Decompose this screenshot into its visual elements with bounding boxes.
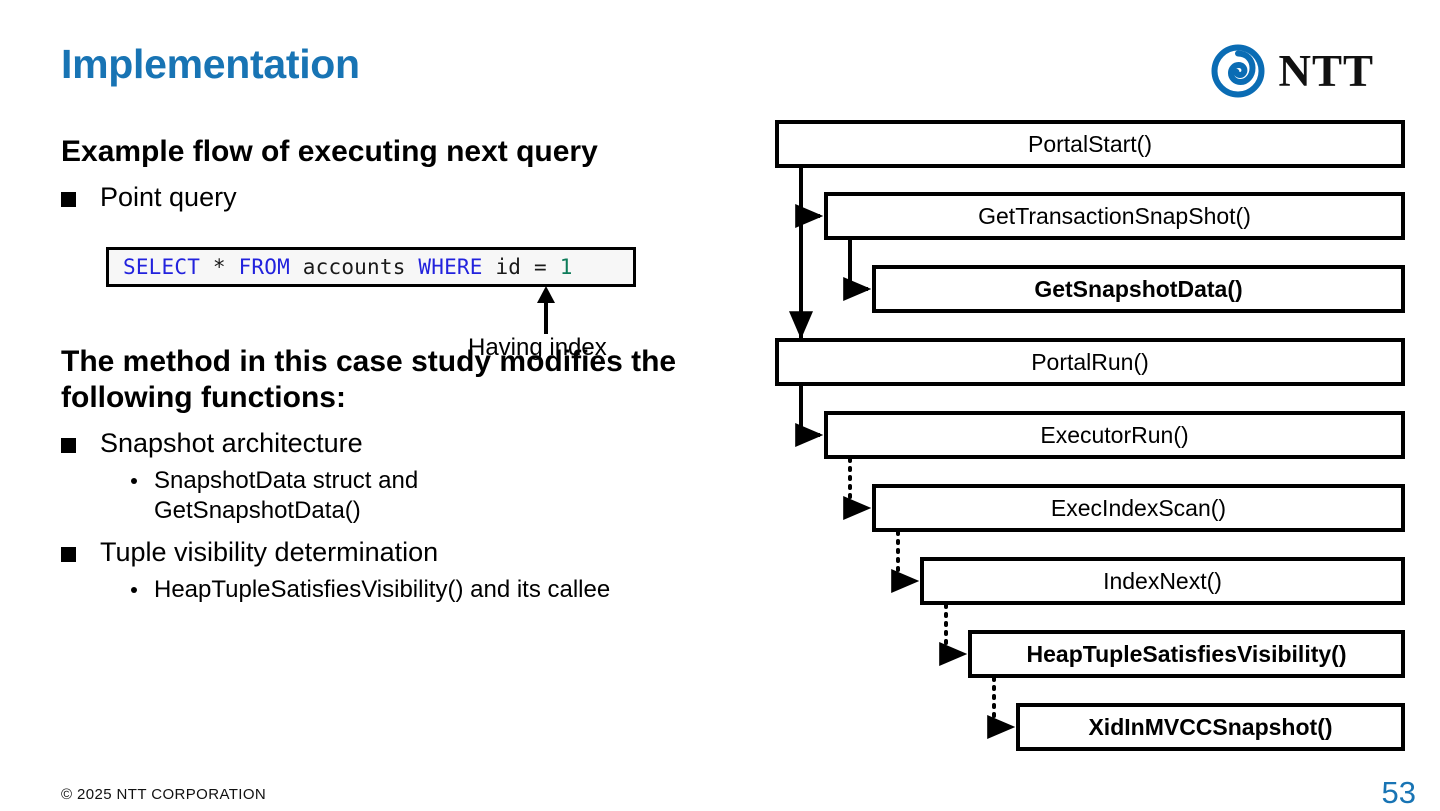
sub-bullet-snapshotdata-struct: SnapshotData struct and GetSnapshotData(… xyxy=(131,466,766,526)
ntt-wordmark: NTT xyxy=(1278,45,1374,96)
sql-token-keyword: WHERE xyxy=(418,255,483,279)
bullet-snapshot-architecture-label: Snapshot architecture xyxy=(100,427,363,458)
sql-code-text: SELECT * FROM accounts WHERE id = 1 xyxy=(123,255,573,279)
flow-box xyxy=(775,338,1405,386)
ntt-logo: NTT xyxy=(1211,44,1374,98)
left-content-column: Example flow of executing next query Poi… xyxy=(61,130,766,605)
flow-box xyxy=(920,557,1405,605)
flow-box xyxy=(824,192,1405,240)
flow-box xyxy=(872,484,1405,532)
sql-code-box: SELECT * FROM accounts WHERE id = 1 xyxy=(106,247,636,287)
bullet-point-query-label: Point query xyxy=(100,181,237,212)
sql-token-number: 1 xyxy=(559,255,573,279)
flow-box xyxy=(968,630,1405,678)
sql-token-keyword: SELECT xyxy=(123,255,201,279)
sql-token-keyword: FROM xyxy=(238,255,290,279)
page-number: 53 xyxy=(1381,775,1416,810)
ntt-swirl-icon xyxy=(1211,44,1265,98)
call-flow-diagram: PortalStart()GetTransactionSnapShot()Get… xyxy=(775,120,1405,780)
having-index-arrow-icon xyxy=(524,286,568,334)
square-bullet-icon xyxy=(61,437,76,453)
heading-method-modifies: The method in this case study modifies t… xyxy=(61,344,677,415)
bullet-tuple-visibility-label: Tuple visibility determination xyxy=(100,536,439,567)
flow-box xyxy=(872,265,1405,313)
page-title: Implementation xyxy=(61,41,360,87)
flow-box xyxy=(824,411,1405,459)
flow-box xyxy=(1016,703,1405,751)
dot-bullet-icon xyxy=(131,477,137,484)
sub-bullet-snapshotdata-struct-label: SnapshotData struct and GetSnapshotData(… xyxy=(154,466,419,524)
sql-token-plain: * xyxy=(200,255,239,279)
square-bullet-icon xyxy=(61,191,76,207)
dot-bullet-icon xyxy=(131,586,137,593)
bullet-tuple-visibility: Tuple visibility determination xyxy=(61,536,766,569)
having-index-label: Having index xyxy=(468,334,607,361)
bullet-snapshot-architecture: Snapshot architecture xyxy=(61,427,766,460)
sql-token-plain: id = xyxy=(482,255,560,279)
bullet-point-query: Point query xyxy=(61,181,766,214)
sub-bullet-heaptuple-callee-label: HeapTupleSatisfiesVisibility() and its c… xyxy=(154,575,611,603)
heading-example-flow: Example flow of executing next query xyxy=(61,135,598,168)
copyright-notice: © 2025 NTT CORPORATION xyxy=(61,786,267,803)
sql-token-plain: accounts xyxy=(289,255,419,279)
flow-box xyxy=(775,120,1405,168)
sub-bullet-heaptuple-callee: HeapTupleSatisfiesVisibility() and its c… xyxy=(131,575,766,605)
square-bullet-icon xyxy=(61,546,76,562)
